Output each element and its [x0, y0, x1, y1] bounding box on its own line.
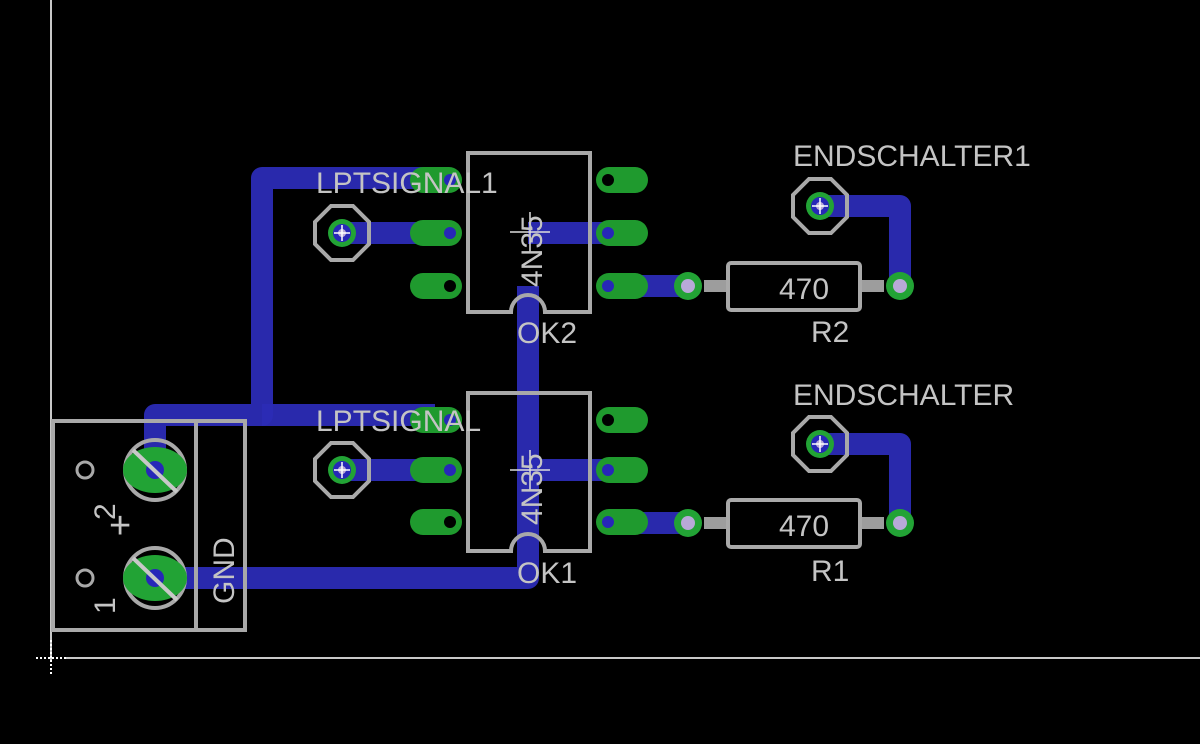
- part-value: 4N35: [516, 453, 549, 525]
- pin2-label: 2: [89, 503, 122, 520]
- part-name: ENDSCHALTER: [793, 379, 1014, 412]
- pads-right: [596, 407, 648, 535]
- pin1-label: 1: [89, 597, 122, 614]
- plus-label: +: [109, 505, 131, 547]
- pad-endschalter[interactable]: ENDSCHALTER: [791, 379, 1014, 473]
- pin1-marker-icon: [75, 568, 95, 588]
- resistor-r1[interactable]: 470 R1: [674, 498, 914, 588]
- part-value: 470: [779, 510, 829, 543]
- part-name: ENDSCHALTER1: [793, 140, 1031, 173]
- pads-right: [596, 167, 648, 299]
- origin-cross-icon: [510, 212, 550, 252]
- gnd-label: GND: [208, 537, 241, 604]
- pads-left: [410, 167, 462, 299]
- part-value: 4N35: [516, 215, 549, 287]
- part-value: 470: [779, 273, 829, 306]
- part-name: OK2: [517, 317, 577, 350]
- pin2-marker-icon: [75, 460, 95, 480]
- part-name: R2: [811, 316, 849, 349]
- part-name: LPTSIGNAL1: [316, 167, 498, 200]
- optocoupler-ok2[interactable]: 4N35 OK2: [410, 151, 648, 350]
- pad-endschalter1[interactable]: ENDSCHALTER1: [791, 140, 1031, 235]
- pad-lptsignal1[interactable]: LPTSIGNAL1: [313, 167, 498, 262]
- trace-gnd[interactable]: [155, 286, 539, 589]
- pads-left: [410, 407, 462, 535]
- origin-crosshair-icon: [36, 640, 66, 676]
- part-name: R1: [811, 555, 849, 588]
- optocoupler-ok1[interactable]: 4N35 OK1: [410, 391, 648, 590]
- pad-lptsignal[interactable]: LPTSIGNAL: [313, 405, 481, 499]
- terminal-block[interactable]: + 2 1 GND: [51, 419, 247, 632]
- part-name: LPTSIGNAL: [316, 405, 481, 438]
- resistor-r2[interactable]: 470 R2: [674, 261, 914, 349]
- part-name: OK1: [517, 557, 577, 590]
- origin-cross-icon: [510, 450, 550, 490]
